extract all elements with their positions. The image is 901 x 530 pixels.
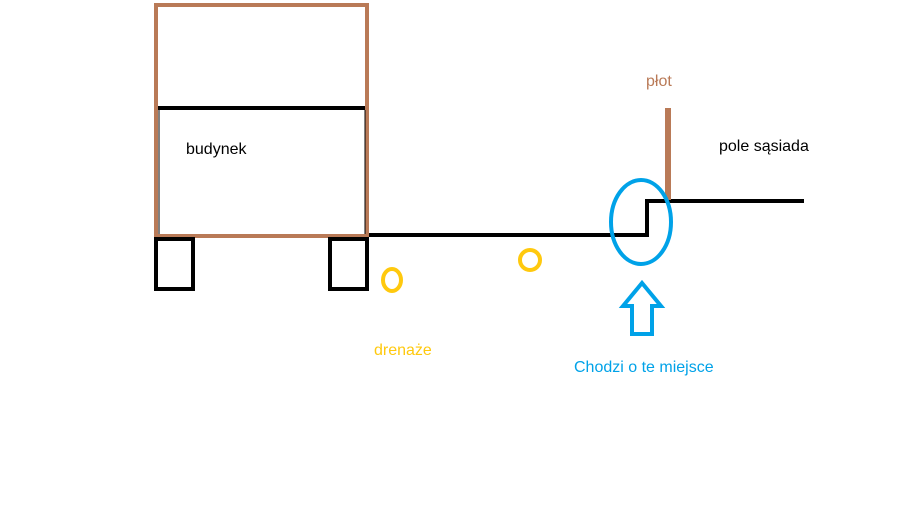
fence-label: płot: [646, 73, 672, 90]
foundation-right: [328, 237, 369, 291]
ground-line: [369, 199, 804, 237]
drain-circle: [518, 248, 542, 272]
building-label: budynek: [186, 141, 247, 158]
callout-label: Chodzi o te miejsce: [574, 359, 714, 376]
foundation-left: [154, 237, 195, 291]
building-outline: [154, 3, 369, 238]
highlight-ellipse: [609, 178, 673, 266]
arrow-up-icon: [618, 279, 666, 336]
neighbor-field-label: pole sąsiada: [719, 138, 809, 155]
drain-circle: [381, 267, 403, 293]
drains-label: drenaże: [374, 342, 432, 359]
